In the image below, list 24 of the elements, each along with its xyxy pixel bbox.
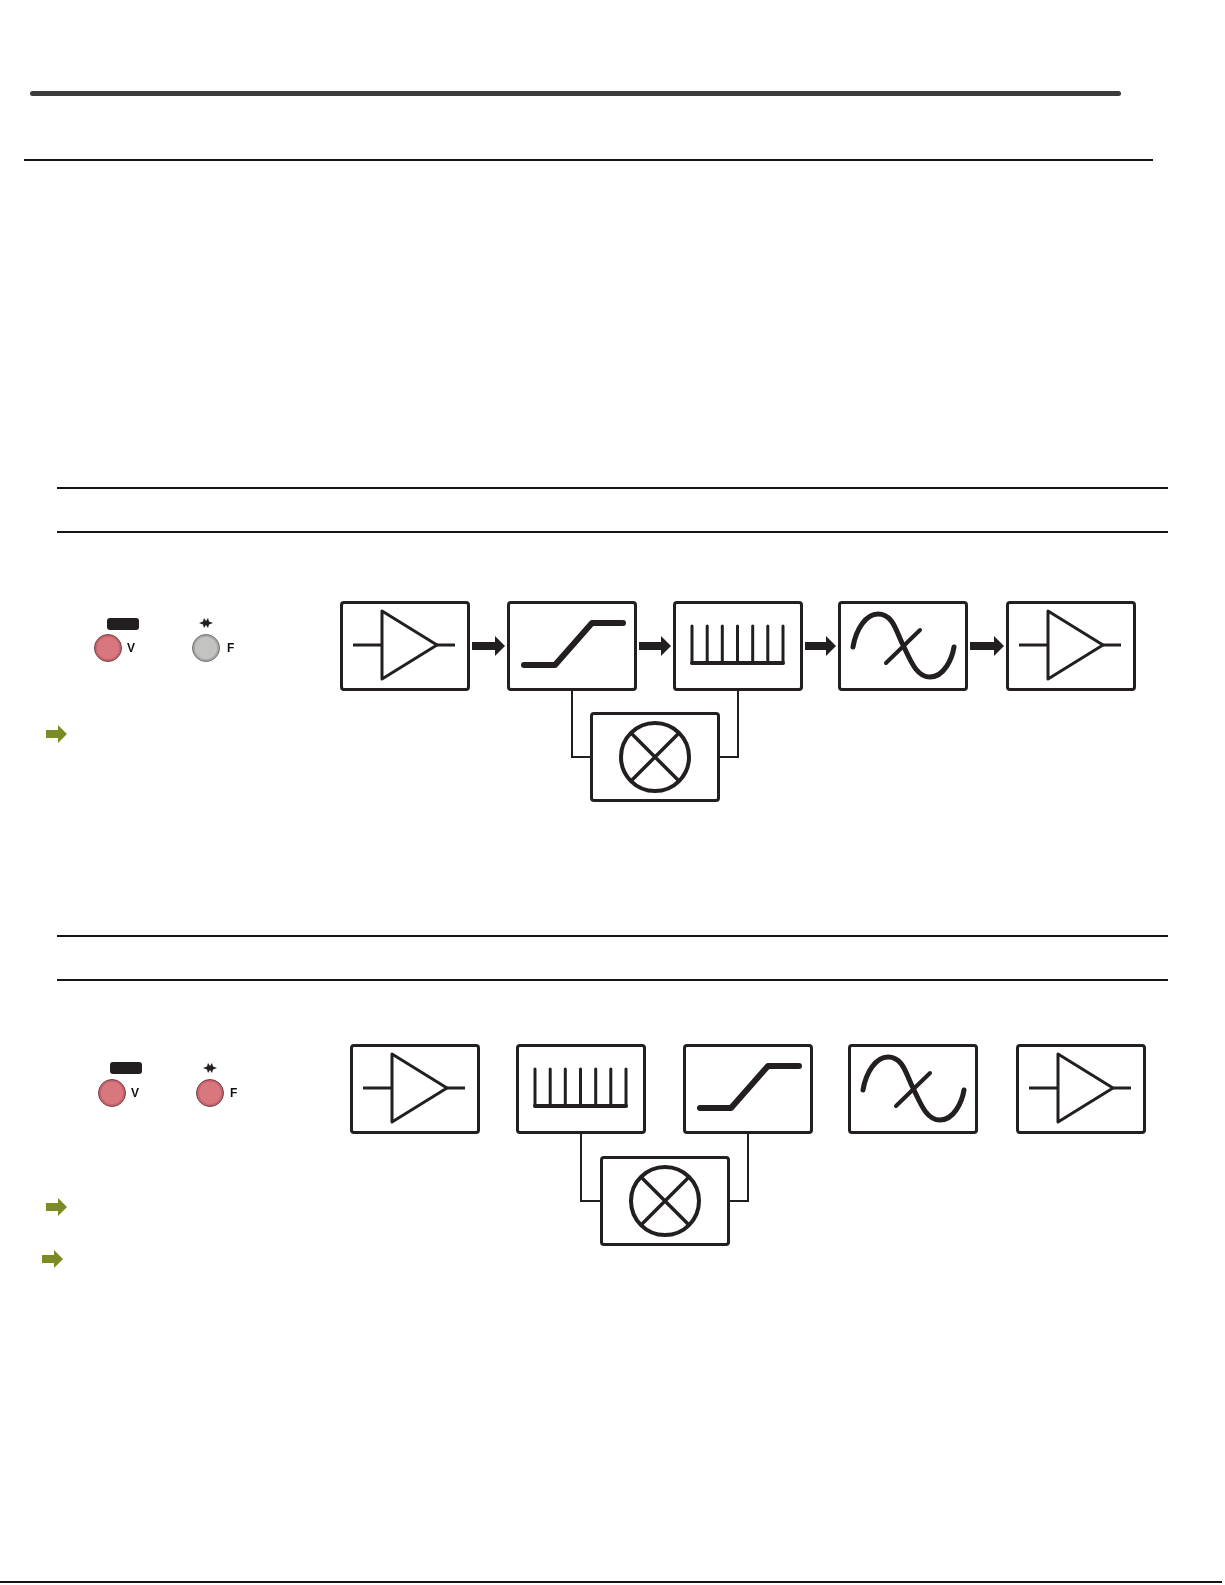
sine-wave-block: [838, 601, 968, 691]
comb-block: [516, 1044, 646, 1134]
slope-block: [507, 601, 637, 691]
connector-line: [719, 690, 739, 758]
slope-block: [683, 1044, 813, 1134]
connector-line: [571, 690, 591, 758]
arrow: [805, 636, 836, 656]
connector-line: [729, 1133, 749, 1202]
amplifier-block: [1016, 1044, 1146, 1134]
arrow: [472, 636, 505, 656]
sine-wave-block: [848, 1044, 978, 1134]
indicator-label: F: [230, 1086, 238, 1100]
indicator-label: V: [131, 1086, 139, 1100]
arrow: [970, 636, 1004, 656]
mixer-block: [590, 712, 720, 802]
indicator-label: F: [227, 641, 235, 655]
arrow: [639, 636, 671, 656]
connector-line: [580, 1133, 601, 1202]
amplifier-block: [350, 1044, 480, 1134]
amplifier-block: [340, 601, 470, 691]
mixer-block: [600, 1156, 730, 1246]
amplifier-block: [1006, 601, 1136, 691]
indicator-label: V: [127, 641, 135, 655]
comb-block: [673, 601, 803, 691]
